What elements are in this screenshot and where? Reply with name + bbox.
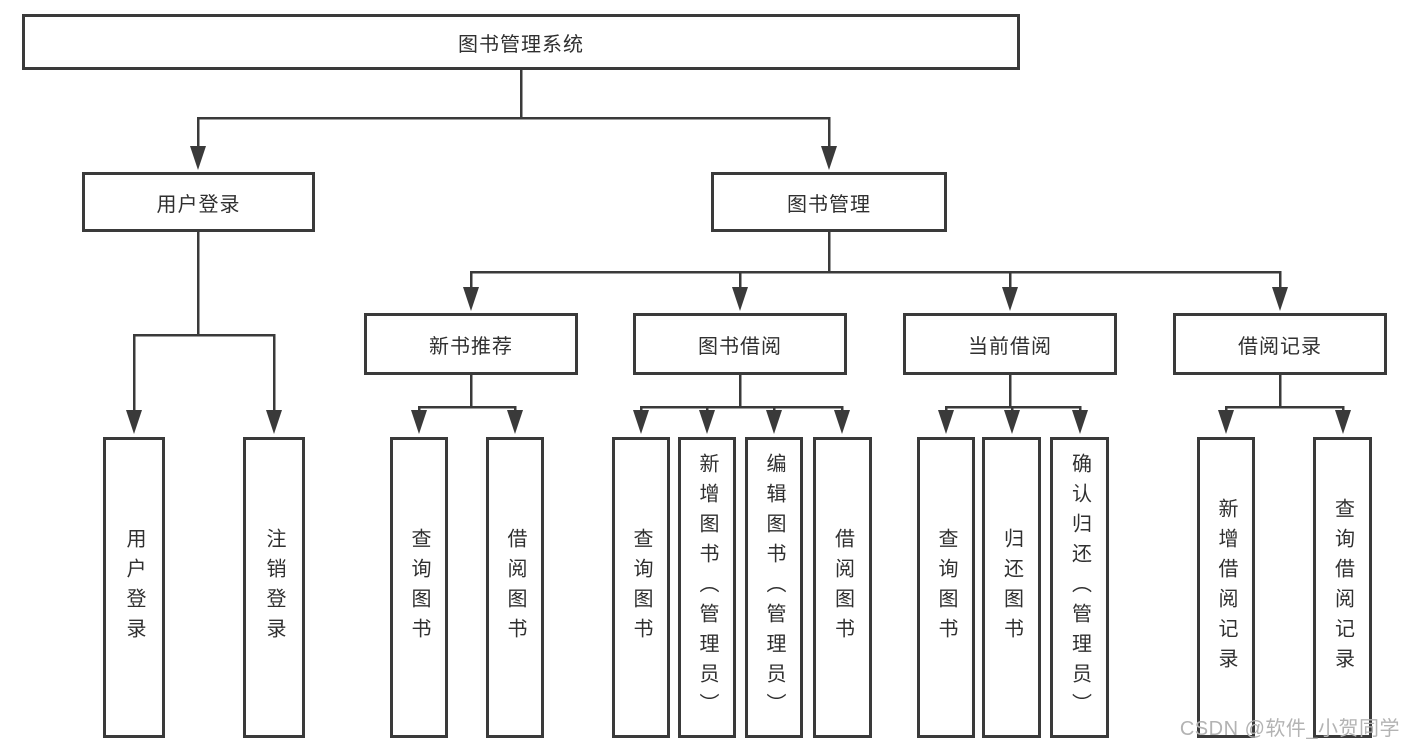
- csdn-watermark: CSDN @软件_小贺同学: [1179, 718, 1400, 740]
- node-leaf-logout: 注销登录: [243, 437, 305, 738]
- node-leaf-user-login-label: 用户登录: [123, 527, 145, 648]
- node-rec-borrow-books: 借阅图书: [486, 437, 544, 738]
- node-br-add-borrow-record: 新增借阅记录: [1197, 437, 1255, 738]
- connector-user-login-children: [126, 232, 282, 434]
- connector-borrow-records-children: [1218, 375, 1351, 434]
- connector-current-borrow-children: [938, 375, 1088, 434]
- node-book-borrow: 图书借阅: [633, 313, 847, 375]
- node-br-query-borrow-record-label: 查询借阅记录: [1331, 497, 1354, 678]
- node-bb-edit-books-admin-label: 编辑图书（管理员）: [763, 452, 785, 723]
- node-leaf-logout-label: 注销登录: [263, 527, 285, 648]
- node-bb-add-books-admin: 新增图书（管理员）: [678, 437, 736, 738]
- connector-book-borrow-children: [633, 375, 850, 434]
- node-br-query-borrow-record: 查询借阅记录: [1313, 437, 1372, 738]
- node-rec-borrow-books-label: 借阅图书: [504, 527, 526, 648]
- connector-new-book-recommend-children: [411, 375, 523, 434]
- node-borrow-records-label: 借阅记录: [1238, 335, 1322, 358]
- node-cb-return-books: 归还图书: [982, 437, 1041, 738]
- node-br-add-borrow-record-label: 新增借阅记录: [1215, 497, 1237, 678]
- node-new-book-recommend: 新书推荐: [364, 313, 578, 375]
- node-user-login-label: 用户登录: [156, 193, 241, 216]
- node-root: 图书管理系统: [22, 14, 1020, 70]
- node-cb-confirm-return-admin: 确认归还（管理员）: [1050, 437, 1109, 738]
- node-bb-borrow-books: 借阅图书: [813, 437, 872, 738]
- node-rec-query-books-label: 查询图书: [408, 527, 430, 648]
- node-book-management-label: 图书管理: [787, 193, 871, 216]
- node-leaf-user-login: 用户登录: [103, 437, 165, 738]
- node-bb-borrow-books-label: 借阅图书: [831, 527, 854, 648]
- node-bb-query-books-label: 查询图书: [630, 527, 652, 648]
- node-rec-query-books: 查询图书: [390, 437, 448, 738]
- connector-root-to-level2: [190, 70, 837, 170]
- node-bb-add-books-admin-label: 新增图书（管理员）: [696, 452, 718, 723]
- node-new-book-recommend-label: 新书推荐: [429, 335, 513, 358]
- node-cb-return-books-label: 归还图书: [1000, 527, 1023, 648]
- node-book-borrow-label: 图书借阅: [698, 335, 782, 358]
- node-current-borrow-label: 当前借阅: [968, 335, 1052, 358]
- node-root-label: 图书管理系统: [458, 33, 584, 56]
- node-user-login: 用户登录: [82, 172, 315, 232]
- node-current-borrow: 当前借阅: [903, 313, 1117, 375]
- node-book-management: 图书管理: [711, 172, 947, 232]
- connector-book-mgmt-children: [463, 232, 1288, 311]
- node-cb-query-books: 查询图书: [917, 437, 975, 738]
- node-bb-query-books: 查询图书: [612, 437, 670, 738]
- node-bb-edit-books-admin: 编辑图书（管理员）: [745, 437, 803, 738]
- node-cb-query-books-label: 查询图书: [935, 527, 957, 648]
- node-borrow-records: 借阅记录: [1173, 313, 1387, 375]
- node-cb-confirm-return-admin-label: 确认归还（管理员）: [1068, 452, 1091, 723]
